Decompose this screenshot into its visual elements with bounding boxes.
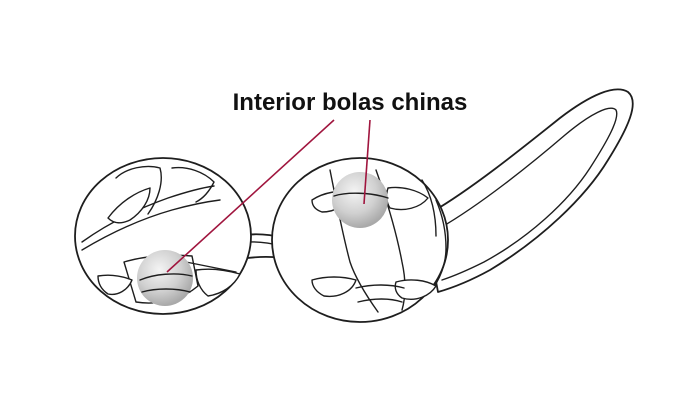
- small-ball-slot-upper: [107, 187, 151, 224]
- retrieval-loop: [431, 88, 634, 293]
- small-ball-slot-left: [97, 274, 133, 296]
- interior-ball-large: [332, 172, 389, 228]
- small-ball: [74, 157, 252, 315]
- small-ball-band-left: [81, 185, 221, 251]
- large-ball-slot-bottom-left: [311, 276, 357, 298]
- leader-line-small-ball: [166, 119, 335, 273]
- leader-lines: [166, 119, 371, 273]
- large-ball-band-lower: [355, 284, 405, 303]
- interior-ball-small: [137, 250, 193, 306]
- large-ball-slot-bottom-right: [394, 279, 437, 300]
- small-ball-slot-right: [195, 268, 241, 297]
- large-ball-band-right: [421, 179, 447, 293]
- leader-line-large-ball: [363, 119, 371, 205]
- small-ball-band-top: [115, 165, 215, 215]
- annotation-label: Interior bolas chinas: [233, 89, 468, 116]
